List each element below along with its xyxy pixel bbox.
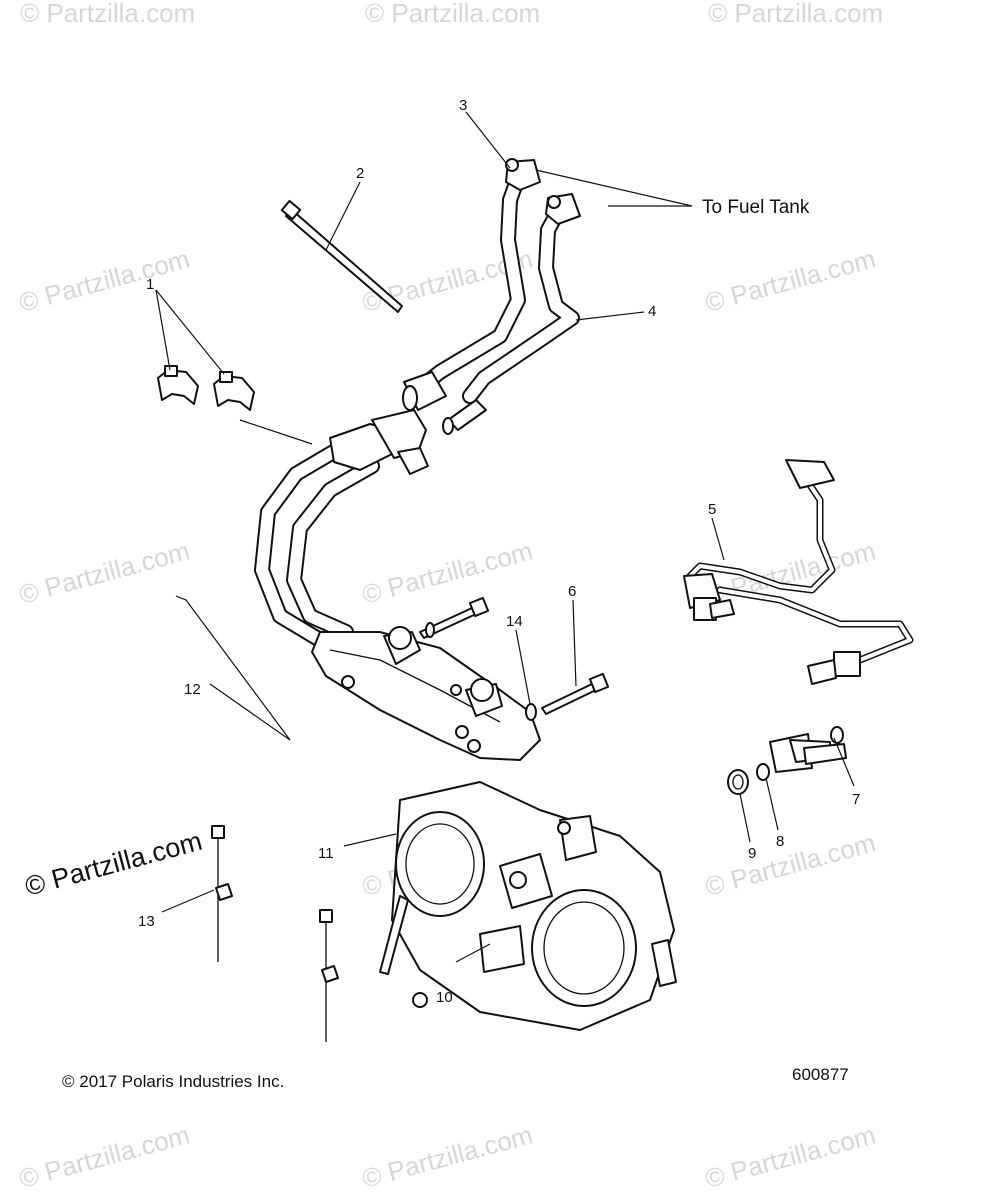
callout-1: 1 (146, 276, 154, 293)
part-3-fuel-hose (402, 158, 541, 411)
copyright-notice: © 2017 Polaris Industries Inc. (62, 1072, 284, 1091)
callouts: 1 2 3 4 5 6 7 8 9 10 11 12 13 14 To Fuel… (138, 97, 860, 1006)
part-10-throttle-body (379, 781, 677, 1031)
watermark: © Partzilla.com (16, 1119, 193, 1193)
callout-7: 7 (852, 791, 860, 808)
watermark-dark: © Partzilla.com (22, 826, 206, 902)
to-fuel-tank-label: To Fuel Tank (702, 197, 810, 218)
callout-14: 14 (506, 613, 523, 630)
callout-11: 11 (318, 845, 334, 862)
callout-3: 3 (459, 97, 467, 114)
callout-13: 13 (138, 913, 155, 930)
watermark: © Partzilla.com (16, 243, 193, 317)
callout-2: 2 (356, 165, 364, 182)
part-2-cable-tie (280, 199, 403, 313)
callout-10: 10 (436, 989, 453, 1006)
watermark: © Partzilla.com (365, 0, 540, 28)
callout-4: 4 (648, 303, 656, 320)
watermark: © Partzilla.com (708, 0, 883, 28)
watermark: © Partzilla.com (702, 243, 879, 317)
figure-number: 600877 (792, 1065, 849, 1084)
part-1-hose-clamps (157, 365, 255, 411)
part-13-hose-clips (211, 825, 339, 1042)
callout-5: 5 (708, 501, 716, 518)
callout-8: 8 (776, 833, 784, 850)
part-12-fuel-rail-assembly (254, 409, 541, 761)
leader-lines (155, 111, 855, 963)
watermark: © Partzilla.com (359, 1119, 536, 1193)
part-7-8-9-injector-seals (727, 726, 847, 795)
callout-9: 9 (748, 845, 756, 862)
part-4-fuel-hose (442, 193, 581, 435)
part-5-injector-harness (683, 459, 914, 685)
watermark: © Partzilla.com (702, 1119, 879, 1193)
callout-12: 12 (184, 681, 201, 698)
watermark: © Partzilla.com (702, 827, 879, 901)
part-6-bolts (419, 596, 610, 715)
watermark: © Partzilla.com (16, 535, 193, 609)
callout-6: 6 (568, 583, 576, 600)
watermark: © Partzilla.com (20, 0, 195, 28)
part-14-washer (525, 703, 537, 721)
watermark: © Partzilla.com (359, 535, 536, 609)
